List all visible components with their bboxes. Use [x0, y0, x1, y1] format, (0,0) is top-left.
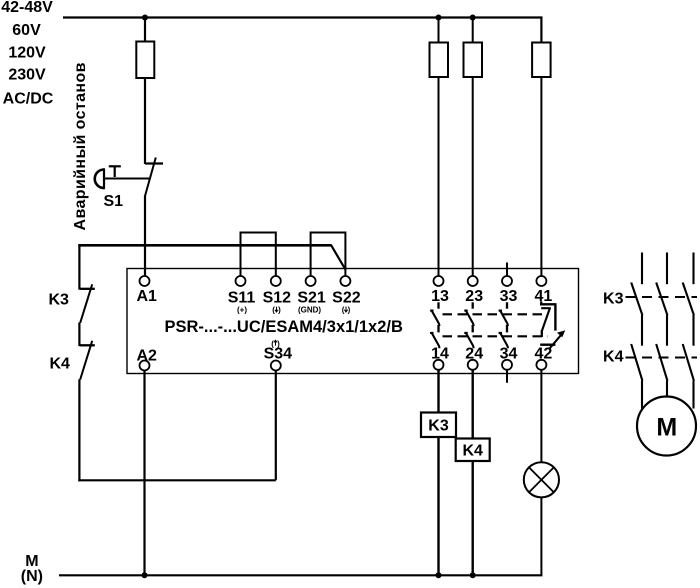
svg-text:(+): (+) — [237, 306, 247, 315]
svg-text:23: 23 — [465, 288, 483, 305]
svg-text:S22: S22 — [332, 289, 361, 306]
svg-text:(N): (N) — [21, 568, 43, 585]
svg-text:K4: K4 — [603, 348, 624, 365]
svg-text:230V: 230V — [8, 67, 46, 84]
svg-text:K3: K3 — [49, 292, 70, 309]
svg-text:M: M — [656, 414, 677, 442]
svg-text:): ) — [278, 306, 281, 315]
svg-text:60V: 60V — [12, 22, 41, 39]
svg-text:42-48V: 42-48V — [1, 0, 53, 16]
svg-text:AC/DC: AC/DC — [3, 91, 54, 108]
svg-text:34: 34 — [500, 345, 518, 362]
svg-text:): ) — [348, 306, 351, 315]
svg-text:PSR-...-...UC/ESAM4/3x1/1x2/B: PSR-...-...UC/ESAM4/3x1/1x2/B — [165, 318, 403, 336]
svg-text:K3: K3 — [603, 291, 624, 308]
svg-text:(GND): (GND) — [298, 306, 321, 315]
svg-text:(: ( — [272, 306, 275, 315]
svg-text:S34: S34 — [264, 345, 293, 362]
svg-text:24: 24 — [465, 345, 483, 362]
svg-text:14: 14 — [431, 345, 449, 362]
svg-text:120V: 120V — [8, 45, 46, 62]
svg-text:K3: K3 — [428, 418, 449, 435]
svg-text:K4: K4 — [50, 356, 71, 373]
svg-text:K4: K4 — [462, 443, 483, 460]
svg-text:42: 42 — [535, 345, 553, 362]
svg-text:S11: S11 — [228, 289, 256, 306]
svg-text:Аварийный останов: Аварийный останов — [72, 62, 89, 230]
svg-text:): ) — [277, 339, 280, 348]
svg-text:M: M — [25, 553, 38, 570]
svg-text:33: 33 — [500, 288, 518, 305]
svg-text:A2: A2 — [137, 347, 158, 364]
svg-text:(: ( — [271, 339, 274, 348]
svg-text:S1: S1 — [104, 193, 124, 210]
svg-text:13: 13 — [431, 288, 449, 305]
svg-text:A1: A1 — [137, 288, 158, 305]
svg-text:S12: S12 — [263, 289, 292, 306]
svg-text:S21: S21 — [297, 289, 326, 306]
svg-text:41: 41 — [535, 288, 553, 305]
svg-text:(: ( — [342, 306, 345, 315]
